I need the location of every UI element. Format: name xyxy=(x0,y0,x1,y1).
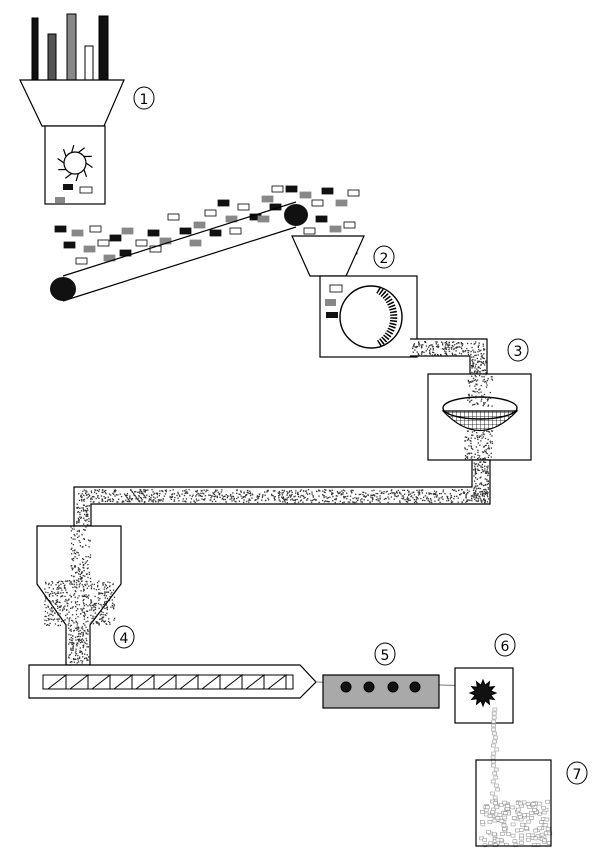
flake xyxy=(330,226,341,232)
step-label-3: 3 xyxy=(508,339,528,361)
svg-text:5: 5 xyxy=(381,648,390,664)
step-label-6: 6 xyxy=(495,634,515,656)
flake xyxy=(64,242,75,248)
flake xyxy=(110,235,121,241)
flake xyxy=(312,200,323,206)
svg-text:1: 1 xyxy=(140,92,149,108)
svg-text:4: 4 xyxy=(120,631,129,647)
flake xyxy=(205,210,216,216)
flake xyxy=(148,230,159,236)
step-label-2: 2 xyxy=(374,246,394,268)
flake xyxy=(210,230,221,236)
flake xyxy=(300,192,311,198)
flake xyxy=(136,240,147,246)
step-label-1: 1 xyxy=(134,87,154,109)
flake xyxy=(98,240,109,246)
step-label-7: 7 xyxy=(567,762,587,784)
flake xyxy=(262,196,273,202)
svg-text:7: 7 xyxy=(573,767,582,783)
screw-extruder-icon xyxy=(29,526,316,698)
svg-text:6: 6 xyxy=(501,639,510,655)
flake xyxy=(55,226,66,232)
flake xyxy=(322,188,333,194)
cutter-icon xyxy=(455,668,513,723)
flake xyxy=(76,258,87,264)
flake xyxy=(168,214,179,220)
sieve-icon xyxy=(428,374,531,460)
flake xyxy=(336,200,347,206)
flake xyxy=(218,200,229,206)
heated-die-icon xyxy=(323,675,439,708)
flake xyxy=(286,186,297,192)
step-label-5: 5 xyxy=(375,643,395,665)
flake xyxy=(90,226,101,232)
flake xyxy=(72,230,83,236)
flake xyxy=(180,228,191,234)
pellet-stream xyxy=(480,708,552,847)
svg-text:3: 3 xyxy=(514,344,523,360)
flake xyxy=(230,228,241,234)
flake xyxy=(348,190,359,196)
flake xyxy=(258,216,269,222)
flake xyxy=(122,228,133,234)
flake xyxy=(84,246,95,252)
svg-text:2: 2 xyxy=(380,251,389,267)
flake xyxy=(316,216,327,222)
step-label-4: 4 xyxy=(114,626,134,648)
flake xyxy=(304,228,315,234)
flake xyxy=(238,204,249,210)
flake xyxy=(272,186,283,192)
flake xyxy=(344,222,355,228)
flake xyxy=(190,240,201,246)
flake xyxy=(194,222,205,228)
grinder-icon xyxy=(292,236,417,357)
shredder-icon xyxy=(20,14,124,204)
